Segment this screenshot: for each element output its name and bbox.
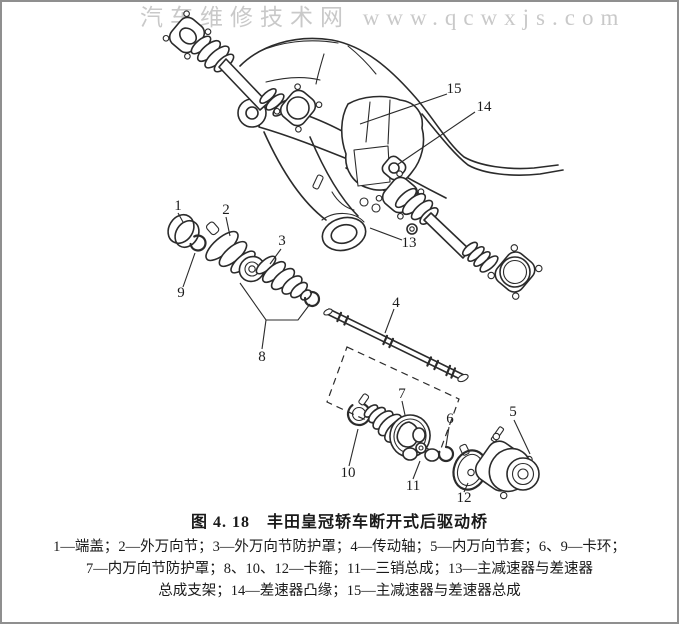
callout-15: 15 (447, 81, 462, 97)
callout-14: 14 (477, 99, 493, 115)
callout-13: 13 (402, 235, 417, 251)
callout-1: 1 (174, 198, 182, 214)
part-5-inner-cv-housing (467, 426, 540, 500)
part-3-outer-boot (255, 174, 324, 301)
callout-5: 5 (509, 404, 517, 420)
callout-8-bracket (239, 282, 311, 350)
legend-line-1: 1—端盖；2—外万向节；3—外万向节防护罩；4—传动轴；5—内万向节套；6、9—… (53, 539, 626, 555)
figure-text-block: 图 4. 18 丰田皇冠轿车断开式后驱动桥 1—端盖；2—外万向节；3—外万向节… (2, 508, 677, 602)
vehicle-body-outline (239, 37, 564, 176)
figure-caption: 图 4. 18 丰田皇冠轿车断开式后驱动桥 (190, 514, 488, 531)
site-watermark: 汽车维修技术网 www.qcwxjs.com (140, 5, 626, 30)
part-4-axle-shaft (323, 308, 469, 383)
legend-line-2: 7—内万向节防护罩；8、10、12—卡箍；11—三销总成；13—主减速器与差速器 (86, 561, 593, 577)
callout-9: 9 (177, 285, 185, 301)
part-1-end-cap (167, 213, 200, 249)
callout-leaders (177, 93, 531, 493)
callout-10: 10 (341, 465, 356, 481)
callout-11: 11 (406, 478, 420, 494)
part-9-snap-ring (189, 234, 207, 252)
differential-assembly (340, 95, 425, 235)
part-6-snap-ring (437, 445, 455, 463)
part-11-tripod-assembly (402, 427, 440, 462)
callout-3: 3 (278, 233, 286, 249)
callout-6: 6 (446, 411, 454, 427)
part-2-outer-cv-joint (205, 221, 266, 283)
callout-8: 8 (258, 349, 266, 365)
callout-4: 4 (392, 295, 400, 311)
right-drive-shaft-assembly (375, 170, 543, 300)
left-drive-shaft-assembly (162, 10, 323, 133)
callout-12: 12 (457, 490, 472, 506)
part-8-clamp-small (303, 290, 321, 308)
callout-2: 2 (222, 202, 230, 218)
callout-7: 7 (398, 386, 406, 402)
legend-line-3: 总成支架；14—差速器凸缘；15—主减速器与差速器总成 (158, 583, 521, 599)
